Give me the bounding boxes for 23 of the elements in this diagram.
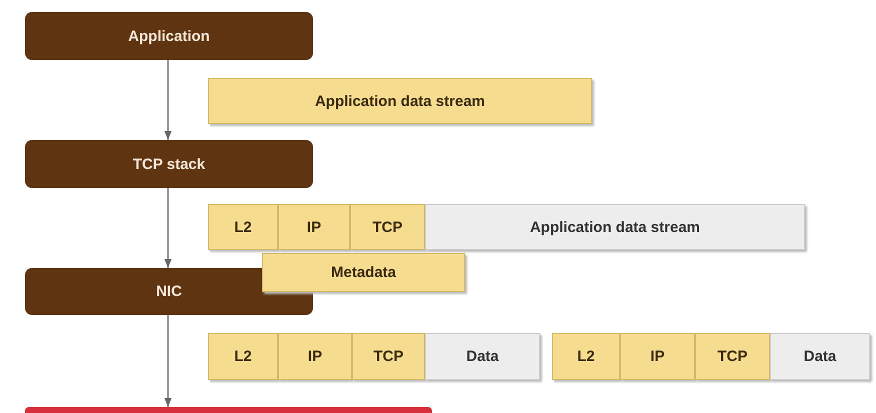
header-field: IP xyxy=(278,204,350,250)
layer-box xyxy=(25,268,313,315)
header-field: TCP xyxy=(352,333,425,380)
layer-box xyxy=(25,140,313,188)
data-field: Application data stream xyxy=(425,204,805,250)
header-field: L2 xyxy=(208,204,278,250)
data-field: Data xyxy=(425,333,540,380)
header-field: IP xyxy=(620,333,695,380)
box-label: Application xyxy=(127,28,211,44)
header-field: TCP xyxy=(350,204,425,250)
header-field: TCP xyxy=(695,333,770,380)
box-label: TCP stack xyxy=(132,156,206,172)
header-field: Metadata xyxy=(262,253,465,292)
arrow xyxy=(164,60,172,140)
arrow xyxy=(164,315,172,407)
arrow xyxy=(164,188,172,268)
header-field: IP xyxy=(278,333,352,380)
layer-box xyxy=(25,12,313,60)
payload-segment: Application data stream xyxy=(208,78,592,124)
header-field: L2 xyxy=(552,333,620,380)
box-label: NIC xyxy=(155,283,183,300)
data-field: Data xyxy=(770,333,870,380)
header-field: L2 xyxy=(208,333,278,380)
